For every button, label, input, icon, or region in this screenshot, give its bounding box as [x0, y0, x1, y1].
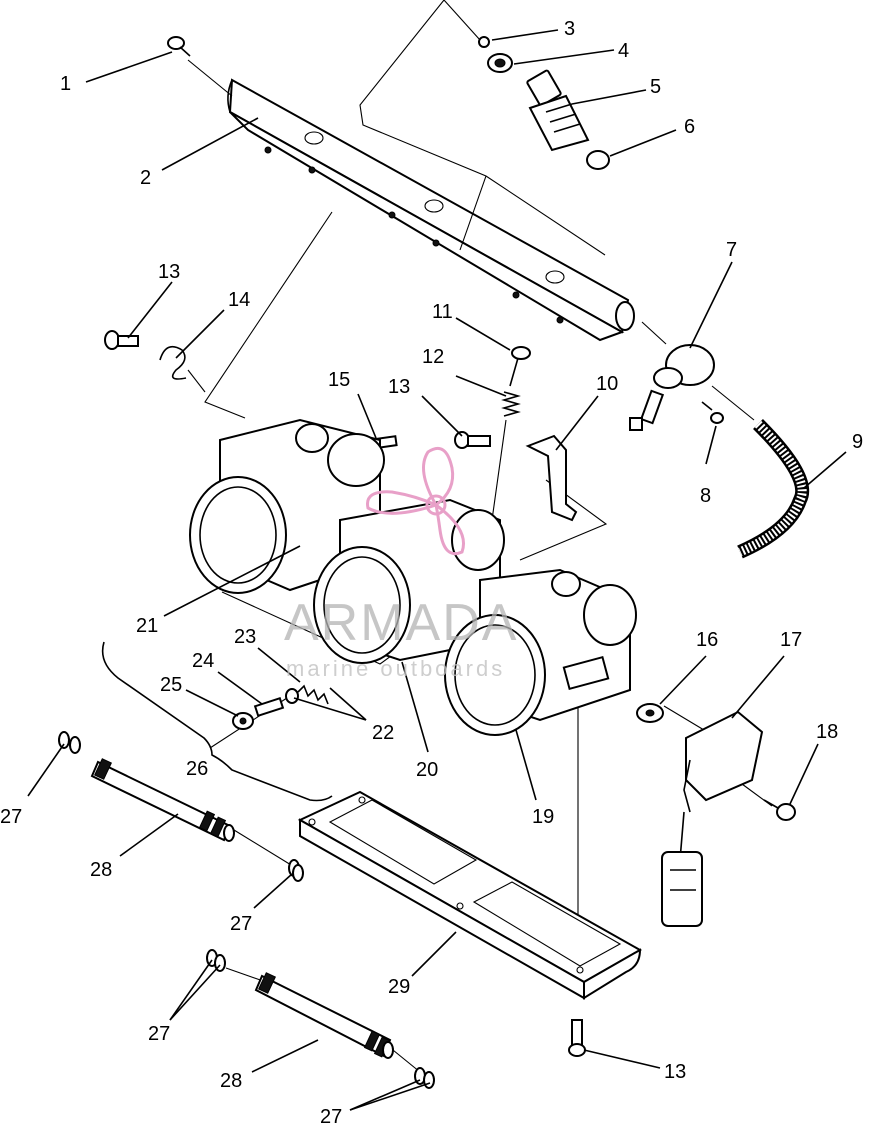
label-22: 22 — [372, 722, 394, 744]
watermark: ARMADA marine outboards — [284, 447, 518, 681]
vacuum-hose-9 — [737, 419, 810, 559]
watermark-tagline: marine outboards — [286, 656, 505, 681]
grommet-4 — [487, 53, 513, 73]
nut-25 — [232, 712, 254, 730]
screw-11 — [509, 346, 531, 387]
label-16: 16 — [696, 629, 718, 651]
label-29: 29 — [388, 976, 410, 998]
throttle-body-19 — [444, 568, 637, 736]
logo-hub — [425, 494, 447, 516]
label-17: 17 — [780, 629, 802, 651]
label-13-bottom: 13 — [664, 1061, 686, 1083]
screw-24 — [253, 696, 285, 718]
o-ring-6 — [586, 150, 610, 170]
logo-petal-left — [366, 490, 437, 515]
idle-screw-22 — [285, 684, 329, 705]
screw-13-left — [104, 330, 139, 350]
label-6: 6 — [684, 116, 695, 138]
watermark-logo-icon — [366, 447, 465, 556]
label-26: 26 — [186, 758, 208, 780]
o-ring-27-b — [288, 859, 304, 882]
part-labels: 1 2 3 4 5 6 7 8 9 10 11 12 13 13 13 14 1… — [0, 18, 863, 1125]
fuel-injector-5 — [526, 69, 590, 152]
label-10: 10 — [596, 373, 618, 395]
mounting-plate-29 — [297, 790, 643, 1000]
screw-13-mid — [454, 431, 491, 449]
label-28-lower: 28 — [220, 1070, 242, 1092]
throttle-body-20 — [313, 498, 505, 664]
label-5: 5 — [650, 76, 661, 98]
label-27-b: 27 — [230, 913, 252, 935]
spring-12 — [501, 391, 521, 417]
logo-petal-right — [434, 503, 465, 556]
clip-14 — [159, 345, 187, 380]
label-14: 14 — [228, 289, 250, 311]
pressure-regulator-7 — [629, 344, 715, 431]
label-3: 3 — [564, 18, 575, 40]
label-4: 4 — [618, 40, 629, 62]
label-13-mid: 13 — [388, 376, 410, 398]
o-ring-3 — [478, 36, 490, 48]
shaft-28-lower — [254, 972, 394, 1059]
label-28-upper: 28 — [90, 859, 112, 881]
label-20: 20 — [416, 759, 438, 781]
shaft-28-upper — [90, 758, 235, 842]
label-12: 12 — [422, 346, 444, 368]
label-15: 15 — [328, 369, 350, 391]
throttle-position-sensor-17 — [661, 710, 764, 927]
label-27-c: 27 — [148, 1023, 170, 1045]
label-24: 24 — [192, 650, 214, 672]
screw-18 — [763, 799, 796, 821]
label-8: 8 — [700, 485, 711, 507]
leader-lines — [27, 29, 847, 1111]
label-7: 7 — [726, 239, 737, 261]
label-23: 23 — [234, 626, 256, 648]
label-21: 21 — [136, 615, 158, 637]
label-19: 19 — [532, 806, 554, 828]
label-27-a: 27 — [0, 806, 22, 828]
washer-16 — [636, 703, 664, 723]
fuel-rail — [227, 78, 635, 342]
label-9: 9 — [852, 431, 863, 453]
label-13-left: 13 — [158, 261, 180, 283]
screw-8 — [701, 401, 724, 424]
label-18: 18 — [816, 721, 838, 743]
bracket-26 — [101, 641, 333, 802]
screw-13-bottom — [568, 1019, 586, 1057]
screw-1 — [167, 36, 191, 57]
logo-petal-top — [422, 447, 455, 507]
label-25: 25 — [160, 674, 182, 696]
label-1: 1 — [60, 73, 71, 95]
o-ring-27-a — [58, 731, 81, 754]
label-2: 2 — [140, 167, 151, 189]
label-27-d: 27 — [320, 1106, 342, 1125]
o-ring-27-c — [206, 949, 226, 972]
bracket-10 — [525, 434, 578, 522]
watermark-brand: ARMADA — [284, 594, 518, 652]
label-11: 11 — [432, 301, 453, 323]
